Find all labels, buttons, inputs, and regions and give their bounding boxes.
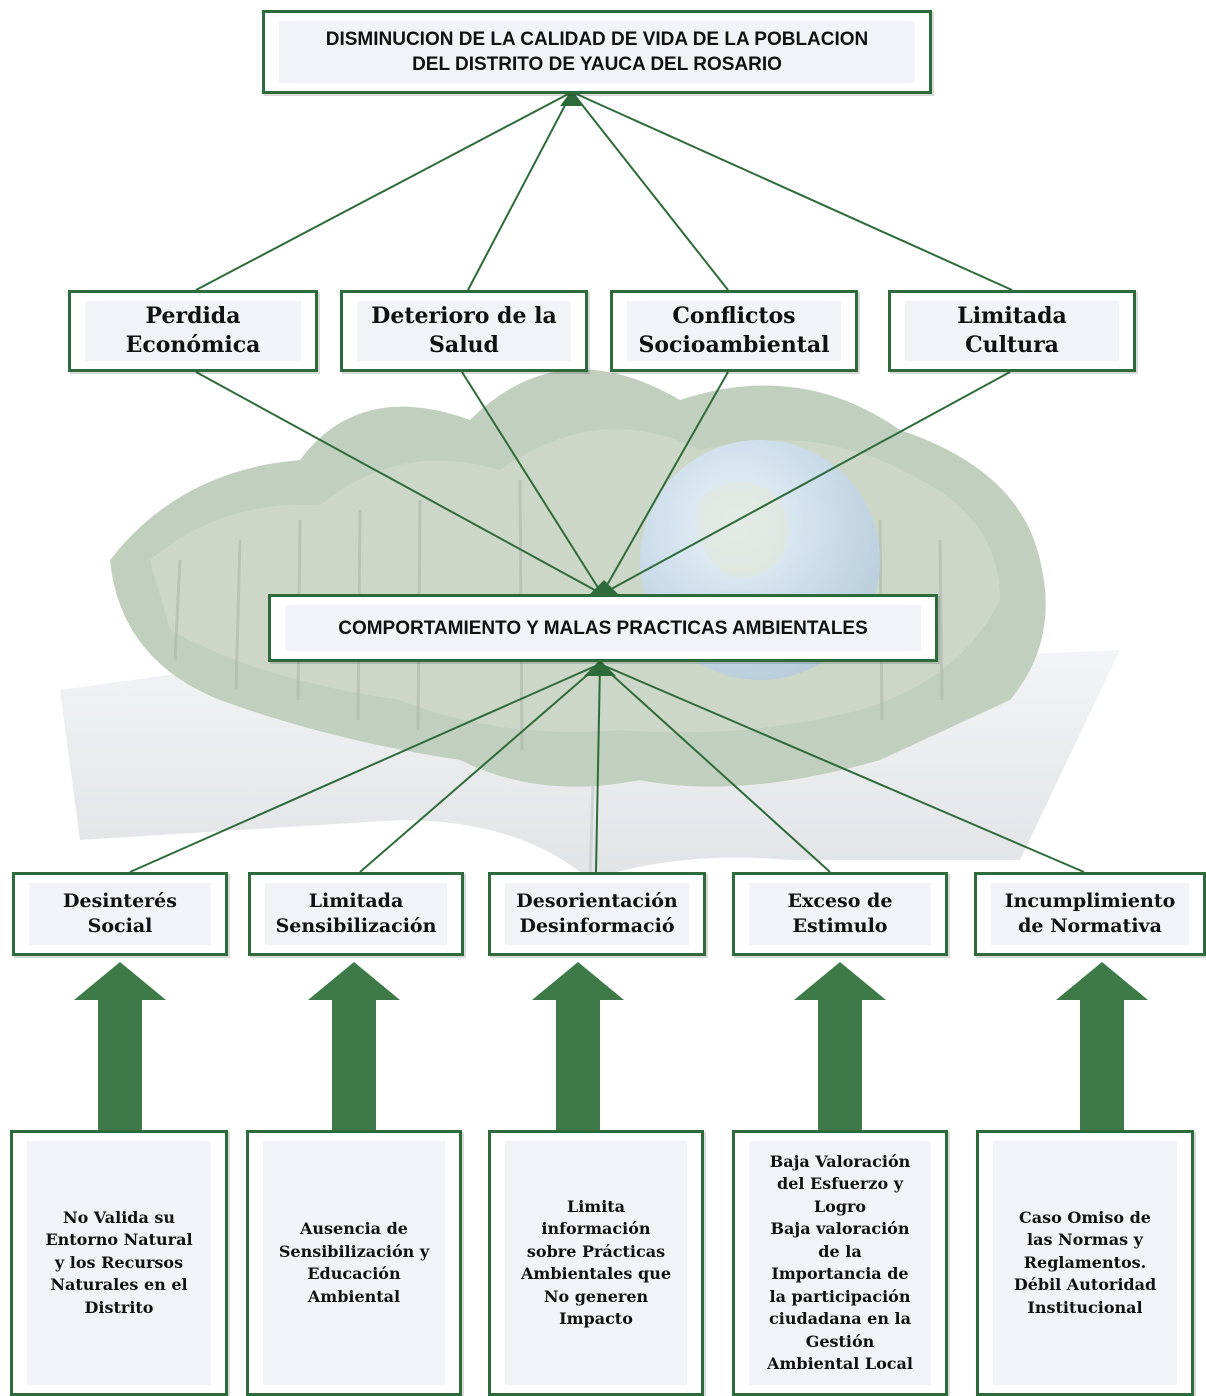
connector-line xyxy=(601,371,1011,595)
root-cause-box-3: Limita información sobre Prácticas Ambie… xyxy=(488,1130,704,1396)
root-cause-label: Limita información sobre Prácticas Ambie… xyxy=(520,1196,671,1329)
root-cause-label: Ausencia de Sensibilización y Educación … xyxy=(278,1219,430,1306)
cause-label: Limitada Sensibilización xyxy=(275,890,437,937)
cause-box-incumplimiento-normativa: Incumplimiento de Normativa xyxy=(974,872,1206,956)
arrowhead-icon xyxy=(588,580,620,596)
connector-line xyxy=(467,91,573,291)
up-arrow-icon xyxy=(1056,962,1148,1130)
effect-box-conflictos-socioambiental: Conflictos Socioambiental xyxy=(610,290,858,372)
connector-line xyxy=(359,663,601,873)
central-problem-box: COMPORTAMIENTO Y MALAS PRACTICAS AMBIENT… xyxy=(268,594,938,662)
cause-label: Desinterés Social xyxy=(63,890,177,937)
effect-label: Conflictos Socioambiental xyxy=(638,303,830,358)
connector-line xyxy=(599,663,831,873)
cause-label: Exceso de Estimulo xyxy=(787,890,893,937)
root-cause-label: Caso Omiso de las Normas y Reglamentos. … xyxy=(1013,1207,1157,1317)
effect-label: Limitada Cultura xyxy=(957,303,1067,358)
arrowhead-icon xyxy=(584,660,616,676)
connector-line xyxy=(595,663,601,873)
cause-label: Desorientación Desinformació xyxy=(516,890,678,937)
cause-box-desorientacion: Desorientación Desinformació xyxy=(488,872,706,956)
effect-label: Perdida Económica xyxy=(125,303,261,358)
up-arrow-icon xyxy=(74,962,166,1130)
cause-box-limitada-sensibilizacion: Limitada Sensibilización xyxy=(248,872,464,956)
connector-line xyxy=(571,91,1013,291)
arrowhead-icon xyxy=(560,90,584,106)
cause-box-exceso-estimulo: Exceso de Estimulo xyxy=(732,872,948,956)
top-effect-box: DISMINUCION DE LA CALIDAD DE VIDA DE LA … xyxy=(262,10,932,94)
connector-line xyxy=(571,91,729,291)
cause-box-desinteres-social: Desinterés Social xyxy=(12,872,228,956)
top-effect-label: DISMINUCION DE LA CALIDAD DE VIDA DE LA … xyxy=(325,29,869,75)
connector-line xyxy=(195,91,573,291)
root-cause-label: No Valida su Entorno Natural y los Recur… xyxy=(45,1207,193,1317)
effect-box-deterioro-salud: Deterioro de la Salud xyxy=(340,290,588,372)
effect-label: Deterioro de la Salud xyxy=(371,303,557,358)
up-arrow-icon xyxy=(308,962,400,1130)
effect-box-limitada-cultura: Limitada Cultura xyxy=(888,290,1136,372)
central-problem-label: COMPORTAMIENTO Y MALAS PRACTICAS AMBIENT… xyxy=(338,617,868,639)
up-arrow-icon xyxy=(532,962,624,1130)
root-cause-box-5: Caso Omiso de las Normas y Reglamentos. … xyxy=(976,1130,1194,1396)
root-cause-label: Baja Valoración del Esfuerzo y Logro Baj… xyxy=(767,1151,913,1374)
connector-line xyxy=(195,371,603,595)
connector-line xyxy=(461,371,603,595)
effect-box-perdida-economica: Perdida Económica xyxy=(68,290,318,372)
root-cause-box-1: No Valida su Entorno Natural y los Recur… xyxy=(10,1130,228,1396)
cause-label: Incumplimiento de Normativa xyxy=(1004,890,1176,937)
connector-line xyxy=(601,371,729,595)
connector-line xyxy=(599,663,1085,873)
root-cause-box-2: Ausencia de Sensibilización y Educación … xyxy=(246,1130,462,1396)
up-arrow-icon xyxy=(794,962,886,1130)
connector-line xyxy=(129,663,601,873)
root-cause-box-4: Baja Valoración del Esfuerzo y Logro Baj… xyxy=(732,1130,948,1396)
